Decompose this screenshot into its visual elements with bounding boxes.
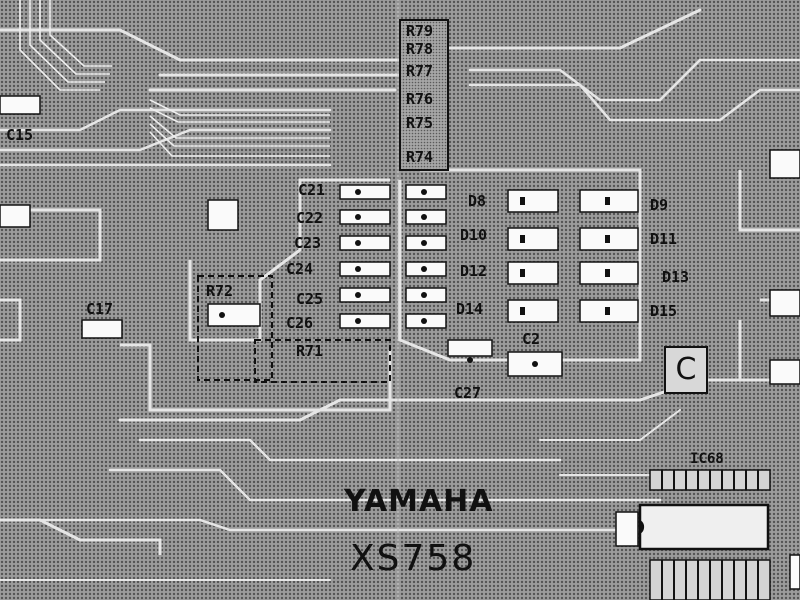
diode-label-d12: D12	[460, 262, 488, 280]
resistor-label-r77: R77	[406, 62, 434, 80]
diode-label-d9: D9	[650, 196, 669, 214]
resistor-label-r78: R78	[406, 40, 434, 58]
cap-label-c15: C15	[6, 126, 34, 144]
diode-label-d14: D14	[456, 300, 484, 318]
cap-label-c2: C2	[522, 330, 541, 348]
diode-label-d8: D8	[468, 192, 487, 210]
cap-label-c17: C17	[86, 300, 114, 318]
ic-label-ic68: IC68	[690, 451, 724, 467]
brand-logo-text: YAMAHA	[344, 484, 494, 519]
diode-label-d10: D10	[460, 226, 488, 244]
resistor-label-r74: R74	[406, 148, 434, 166]
resistor-label-r71: R71	[296, 342, 324, 360]
resistor-label-r75: R75	[406, 114, 434, 132]
cap-label-c22: C22	[296, 209, 324, 227]
resistor-label-r79: R79	[406, 22, 434, 40]
resistor-label-r72: R72	[206, 282, 234, 300]
diode-label-d11: D11	[650, 230, 678, 248]
diode-label-d15: D15	[650, 302, 678, 320]
cap-label-c24: C24	[286, 260, 314, 278]
board-model-number: XS758	[350, 538, 477, 579]
resistor-label-r76: R76	[406, 90, 434, 108]
cap-label-c27: C27	[454, 384, 482, 402]
diode-label-d13: D13	[662, 268, 690, 286]
cap-label-c23: C23	[294, 234, 322, 252]
cap-label-c26: C26	[286, 314, 314, 332]
zone-marker-c: C	[664, 346, 708, 394]
cap-label-c25: C25	[296, 290, 324, 308]
cap-label-c21: C21	[298, 181, 326, 199]
